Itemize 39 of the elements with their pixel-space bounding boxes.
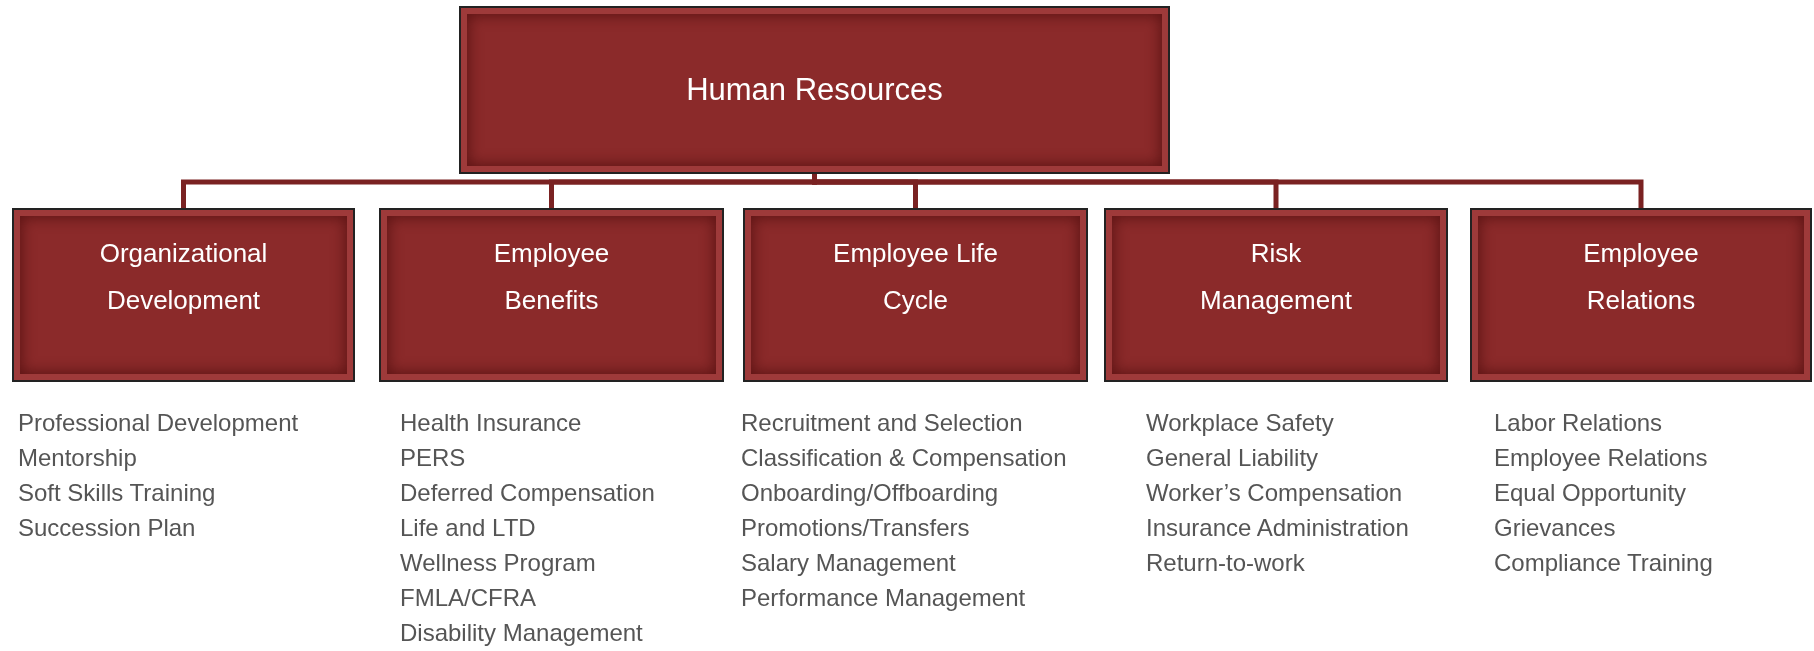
list-item: Grievances [1494,513,1617,543]
list-item: Equal Opportunity [1494,478,1688,508]
box-title: Risk Management [1199,237,1353,317]
list-item: FMLA/CFRA [400,583,537,613]
department-box [1470,208,1812,382]
list-item: Labor Relations [1494,408,1664,438]
list-item: General Liability [1146,443,1320,473]
box-title: Organizational Development [98,237,269,317]
list-item: Soft Skills Training [18,478,217,508]
list-item: PERS [400,443,467,473]
list-item: Wellness Program [400,548,597,578]
list-item: Classification & Compensation [741,443,1068,473]
list-item: Employee Relations [1494,443,1709,473]
department-box [459,6,1170,174]
list-item: Deferred Compensation [400,478,656,508]
department-box [379,208,724,382]
box-title: Human Resources [685,70,944,109]
list-item: Recruitment and Selection [741,408,1024,438]
box-title: Employee Life Cycle [832,237,999,317]
department-box [743,208,1088,382]
department-box [12,208,355,382]
list-item: Disability Management [400,618,644,648]
list-item: Compliance Training [1494,548,1714,578]
list-item: Mentorship [18,443,138,473]
box-title: Employee Relations [1582,237,1700,317]
department-box [1104,208,1448,382]
list-item: Return-to-work [1146,548,1306,578]
list-item: Workplace Safety [1146,408,1335,438]
list-item: Promotions/Transfers [741,513,971,543]
list-item: Life and LTD [400,513,537,543]
list-item: Succession Plan [18,513,197,543]
list-item: Salary Management [741,548,957,578]
list-item: Professional Development [18,408,300,438]
list-item: Worker’s Compensation [1146,478,1404,508]
list-item: Onboarding/Offboarding [741,478,1000,508]
box-title: Employee Benefits [492,237,611,317]
list-item: Insurance Administration [1146,513,1410,543]
list-item: Performance Management [741,583,1027,613]
list-item: Health Insurance [400,408,583,438]
